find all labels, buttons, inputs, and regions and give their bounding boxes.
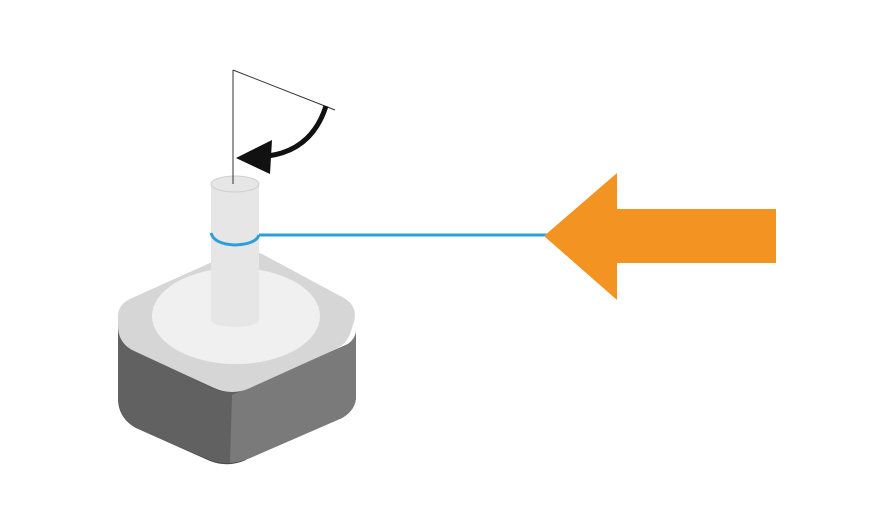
motor-shaft [210,175,260,327]
rotation-direction-arrow [267,105,329,159]
shaft-body [211,184,259,320]
string-wrapped-on-shaft [209,232,548,247]
rotation-arrowhead-icon [236,140,272,174]
shaft-top [210,175,260,193]
force-arrow-icon [544,173,776,300]
shaft-bottom [211,313,259,327]
angled-reference-line [232,69,336,111]
string-loop [209,232,261,247]
motor-body-side-right [230,330,356,463]
rotation-indicator [232,69,336,184]
pulling-force-arrow [544,173,776,300]
